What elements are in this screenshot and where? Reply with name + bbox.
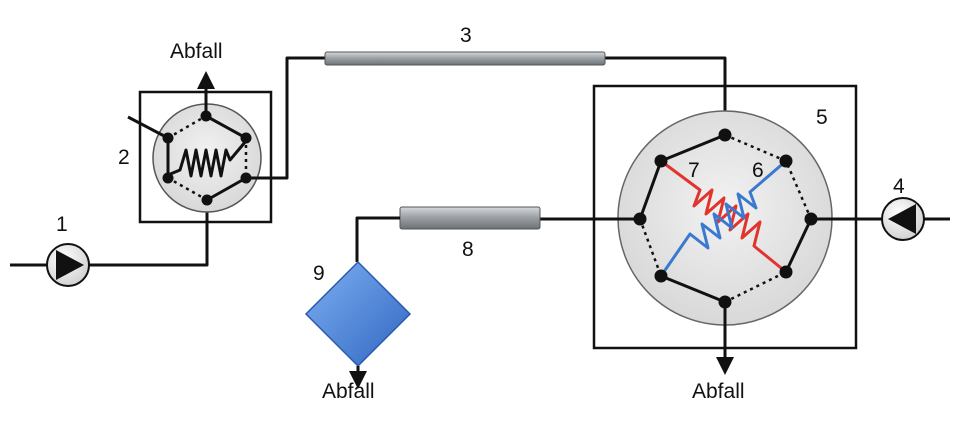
column-3 (324, 51, 606, 66)
detector-9 (304, 260, 412, 389)
pump-1 (10, 243, 90, 287)
label-7: 7 (688, 159, 700, 182)
pump-4 (811, 197, 950, 241)
label-9: 9 (313, 262, 325, 285)
waste-label-right: Abfall (692, 380, 745, 403)
pipe-column3-valve5 (605, 56, 727, 135)
waste-label-mid: Abfall (322, 380, 375, 403)
injection-valve-2 (127, 71, 273, 224)
pipe-column8-detector9 (355, 216, 400, 262)
label-4: 4 (893, 175, 905, 198)
label-1: 1 (56, 213, 68, 236)
switching-valve-5 (592, 84, 858, 375)
label-6: 6 (752, 159, 764, 182)
pipe-pump1-valve2 (89, 202, 209, 267)
label-2: 2 (118, 146, 130, 169)
pipe-valve2-column3 (246, 56, 325, 180)
column-8 (399, 206, 541, 230)
label-3: 3 (460, 24, 472, 47)
loop-6-blue (659, 159, 787, 277)
waste-label-top: Abfall (170, 40, 223, 63)
label-5: 5 (816, 106, 828, 129)
label-8: 8 (462, 238, 474, 261)
